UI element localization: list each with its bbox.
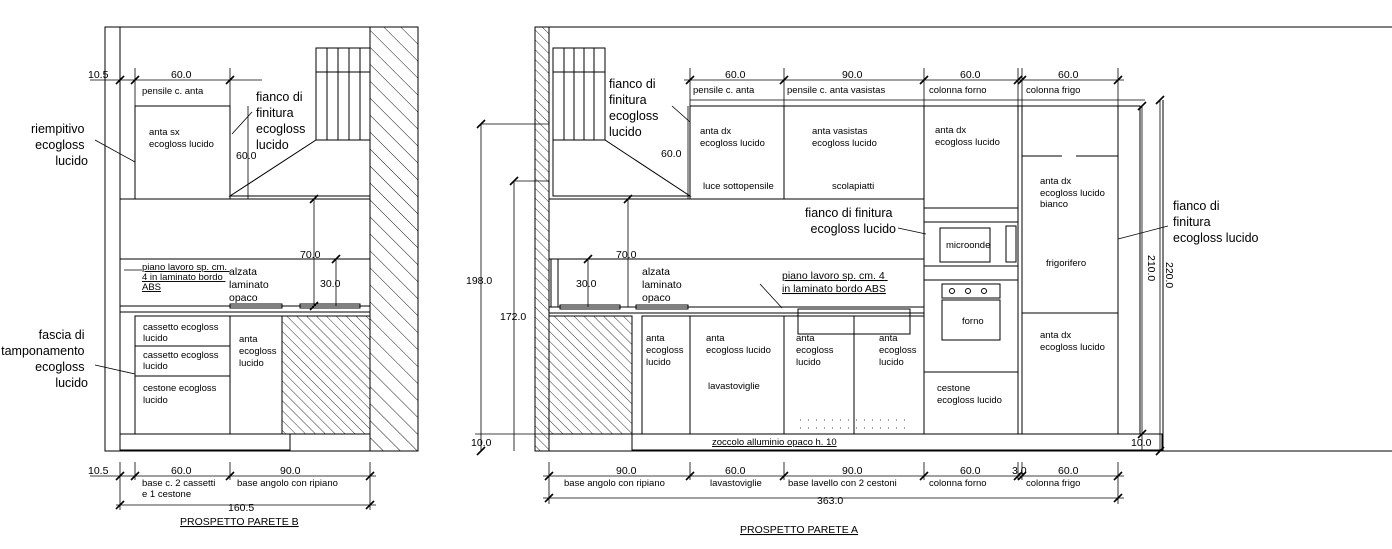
wall-b-drawer-1-label: cassetto ecogloss lucido bbox=[143, 322, 221, 344]
wall-b-drawer-2-label: cassetto ecogloss lucido bbox=[143, 350, 221, 372]
wall-b-base-door-label: anta ecogloss lucido bbox=[239, 334, 279, 369]
wall-a-hob bbox=[559, 304, 621, 310]
wall-b-total-dim: 160.5 bbox=[228, 502, 254, 514]
wall-a-bottom-dim-5: 3.0 bbox=[1012, 465, 1027, 477]
wall-a-elevation: 60.0 90.0 60.0 60.0 pensile c. anta pens… bbox=[466, 26, 1392, 536]
wall-b-wall-cabinet-label: anta sx ecogloss lucido bbox=[149, 127, 214, 150]
wall-b-hob bbox=[229, 303, 283, 309]
wall-a-top-label-2: pensile c. anta vasistas bbox=[787, 85, 885, 96]
wall-a-height-210: 210.0 bbox=[1145, 255, 1157, 281]
wall-a-wall-cabinet-1-bottom: luce sottopensile bbox=[703, 181, 774, 192]
wall-a-wall-cabinet-1-label: anta dx ecogloss lucido bbox=[700, 126, 765, 149]
wall-a-total-dim: 363.0 bbox=[817, 495, 843, 507]
wall-a-fridge-bottom-label: anta dx ecogloss lucido bbox=[1040, 330, 1105, 353]
wall-a-wall-cabinet-2-label: anta vasistas ecogloss lucido bbox=[812, 126, 877, 149]
wall-a-cestone-label: cestone ecogloss lucido bbox=[937, 383, 1002, 406]
wall-a-bottom-dim-6: 60.0 bbox=[1058, 465, 1079, 477]
wall-a-microwave-label: microonde bbox=[946, 240, 990, 251]
wall-a-bottom-dim-3: 90.0 bbox=[842, 465, 863, 477]
wall-a-right-height-10: 10.0 bbox=[1131, 437, 1152, 449]
wall-a-countertop bbox=[548, 306, 925, 314]
wall-b-bottom-label-1: base c. 2 cassetti e 1 cestone bbox=[142, 478, 218, 500]
wall-a-bottom-label-5: colonna frigo bbox=[1026, 478, 1080, 489]
wall-b-height-30: 30.0 bbox=[320, 278, 341, 290]
wall-b-note-fascia: fascia di tamponamento ecogloss lucido bbox=[1, 328, 88, 390]
wall-a-bottom-label-4: colonna forno bbox=[929, 478, 987, 489]
wall-b-piano-label: piano lavoro sp. cm. 4 in laminato bordo… bbox=[142, 262, 230, 293]
wall-a-bottom-label-3: base lavello con 2 cestoni bbox=[788, 478, 897, 489]
wall-a-top-label-1: pensile c. anta bbox=[693, 85, 755, 96]
wall-a-top-label-4: colonna frigo bbox=[1026, 85, 1080, 96]
wall-b-right-wall bbox=[369, 26, 419, 452]
wall-b-height-60: 60.0 bbox=[236, 150, 257, 162]
wall-a-oven-label: forno bbox=[962, 316, 984, 327]
wall-a-height-220: 220.0 bbox=[1163, 262, 1175, 288]
wall-a-left-wall bbox=[534, 26, 550, 452]
wall-b-note-fianco: fianco di finitura ecogloss lucido bbox=[256, 90, 309, 152]
wall-a-wall-cabinet-2-bottom: scolapiatti bbox=[832, 181, 874, 192]
wall-b-top-dim-1: 10.5 bbox=[88, 69, 109, 81]
wall-b-left-wall bbox=[104, 26, 121, 452]
wall-a-top-dim-4: 60.0 bbox=[1058, 69, 1079, 81]
wall-a-dishwasher-note: lavastoviglie bbox=[708, 381, 760, 392]
wall-a-hood-chimney bbox=[552, 47, 606, 141]
wall-a-oven-controls bbox=[941, 283, 1001, 299]
wall-a-top-label-3: colonna forno bbox=[929, 85, 987, 96]
wall-a-fridge-label: frigorifero bbox=[1046, 258, 1086, 269]
wall-b-alzata-label: alzata laminato opaco bbox=[229, 266, 272, 304]
wall-b-top-dim-2: 60.0 bbox=[171, 69, 192, 81]
wall-b-elevation: 10.5 60.0 pensile c. anta riempitivo eco… bbox=[1, 26, 419, 528]
wall-b-title: PROSPETTO PARETE B bbox=[180, 516, 299, 528]
wall-b-hood bbox=[228, 139, 371, 197]
wall-a-height-198: 198.0 bbox=[466, 275, 492, 287]
wall-a-piano-label: piano lavoro sp. cm. 4 in laminato bordo… bbox=[782, 270, 888, 295]
wall-a-height-60: 60.0 bbox=[661, 148, 682, 160]
wall-a-fridge-top-label: anta dx ecogloss lucido bianco bbox=[1040, 176, 1108, 210]
wall-a-left-height-10: 10.0 bbox=[471, 437, 492, 449]
wall-a-note-fianco-mid: fianco di finitura ecogloss lucido bbox=[805, 206, 896, 236]
wall-a-wall-cabinet-3-label: anta dx ecogloss lucido bbox=[935, 125, 1000, 148]
wall-a-bottom-label-2: lavastoviglie bbox=[710, 478, 762, 489]
wall-b-height-70: 70.0 bbox=[300, 249, 321, 261]
wall-b-plinth bbox=[119, 433, 291, 451]
wall-a-plinth-label: zoccolo alluminio opaco h. 10 bbox=[712, 437, 837, 448]
wall-a-sink-left-label: anta ecogloss lucido bbox=[796, 333, 836, 368]
wall-a-top-dim-2: 90.0 bbox=[842, 69, 863, 81]
wall-a-bottom-dim-4: 60.0 bbox=[960, 465, 981, 477]
wall-a-height-70: 70.0 bbox=[616, 249, 637, 261]
wall-a-oven bbox=[941, 299, 1001, 341]
wall-b-bottom-dim-3: 90.0 bbox=[280, 465, 301, 477]
wall-a-height-30: 30.0 bbox=[576, 278, 597, 290]
wall-a-bottom-label-1: base angolo con ripiano bbox=[564, 478, 665, 489]
wall-a-base-1-label: anta ecogloss lucido bbox=[646, 333, 686, 368]
wall-a-note-fianco-right: fianco di finitura ecogloss lucido bbox=[1173, 199, 1259, 245]
wall-a-plinth bbox=[631, 433, 1163, 451]
wall-b-bottom-dim-1: 10.5 bbox=[88, 465, 109, 477]
wall-a-fridge-column bbox=[1021, 105, 1119, 435]
wall-b-note-riempitivo: riempitivo ecogloss lucido bbox=[31, 122, 88, 168]
wall-a-title: PROSPETTO PARETE A bbox=[740, 524, 858, 536]
wall-b-corner-hatched bbox=[281, 315, 371, 435]
wall-a-bottom-dim-1: 90.0 bbox=[616, 465, 637, 477]
wall-a-height-172: 172.0 bbox=[500, 311, 526, 323]
wall-b-bottom-dim-2: 60.0 bbox=[171, 465, 192, 477]
wall-a-bottom-dim-2: 60.0 bbox=[725, 465, 746, 477]
wall-b-cestone-label: cestone ecogloss lucido bbox=[143, 383, 219, 406]
wall-a-sink-right-label: anta ecogloss lucido bbox=[879, 333, 919, 368]
wall-a-top-dim-1: 60.0 bbox=[725, 69, 746, 81]
wall-b-pensile-label: pensile c. anta bbox=[142, 86, 204, 97]
wall-b-bottom-label-2: base angolo con ripiano bbox=[237, 478, 338, 489]
wall-b-wall-cabinet bbox=[134, 105, 231, 200]
wall-a-alzata-label: alzata laminato opaco bbox=[642, 266, 685, 304]
wall-a-top-dim-3: 60.0 bbox=[960, 69, 981, 81]
wall-a-dishwasher-label: anta ecogloss lucido bbox=[706, 333, 771, 356]
wall-b-hood-chimney bbox=[315, 47, 371, 141]
wall-a-microwave bbox=[939, 227, 991, 263]
wall-a-dishwasher bbox=[689, 315, 785, 435]
wall-b-countertop bbox=[119, 305, 371, 313]
wall-a-note-fianco-top: fianco di finitura ecogloss lucido bbox=[609, 77, 662, 139]
wall-a-corner-hatched bbox=[548, 315, 633, 435]
